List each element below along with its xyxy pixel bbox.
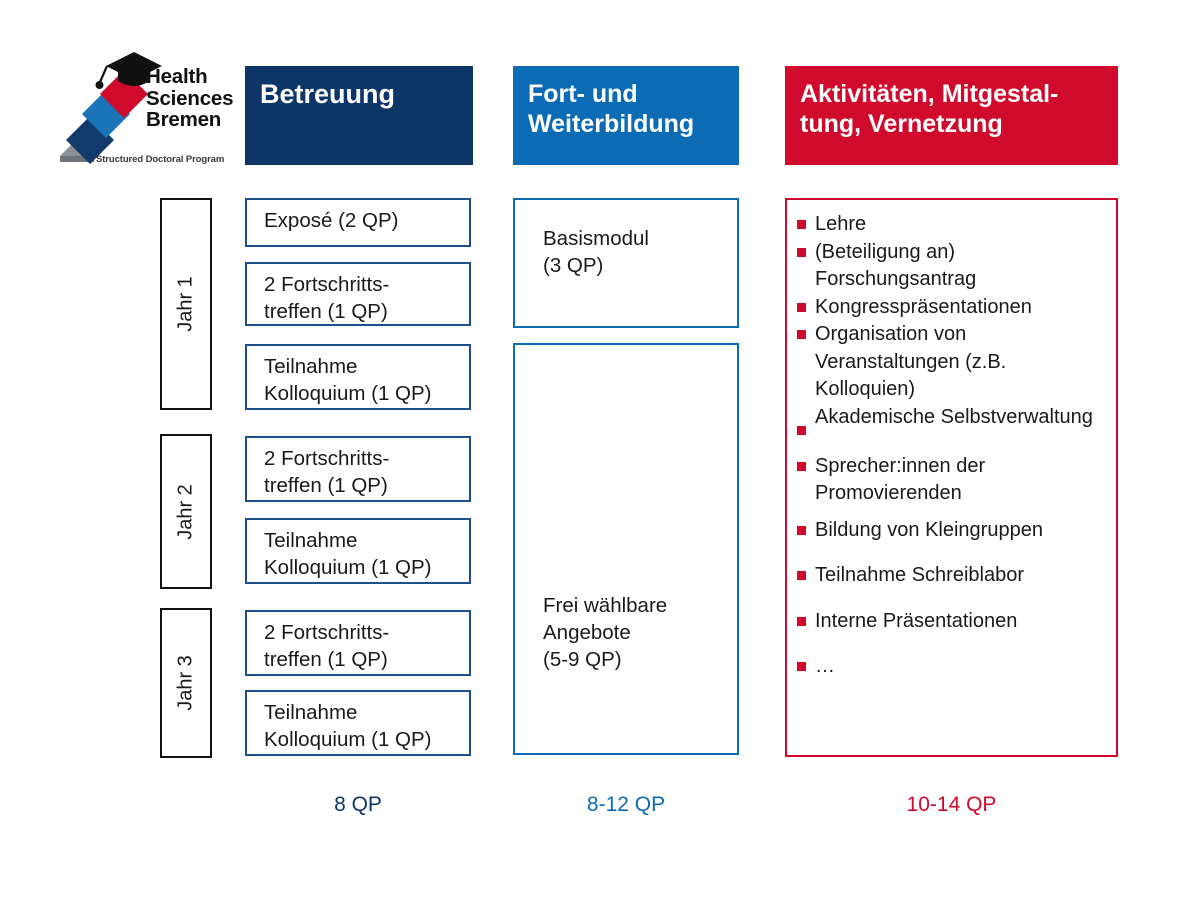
weiterbildung-basismodul-line2: (3 QP): [543, 254, 604, 277]
aktivitaeten-list-panel: Lehre (Beteiligung an) Forschungsantrag …: [785, 198, 1118, 757]
total-qp-aktivitaeten: 10-14 QP: [906, 793, 997, 816]
list-spacer: [797, 508, 1110, 517]
column-header-betreuung: Betreuung: [245, 66, 473, 165]
year-label-box-jahr-1: Jahr 1: [160, 198, 212, 410]
graduation-cap-pencil-logo-icon: [60, 52, 162, 164]
aktivitaeten-item-label: Sprecher:innen der Promovierenden: [815, 454, 986, 505]
betreuung-item-box: Teilnahme Kolloquium (1 QP): [245, 344, 471, 410]
aktivitaeten-item-label: Teilnahme Schreiblabor: [815, 564, 1025, 586]
aktivitaeten-list-item: Lehre: [797, 211, 1110, 239]
logo-line-bremen: Bremen: [146, 108, 222, 131]
health-sciences-bremen-logo: Health Sciences Bremen Structured Doctor…: [60, 44, 240, 170]
betreuung-item-line1: Teilnahme: [264, 529, 358, 552]
bullet-square-icon: [797, 662, 806, 671]
betreuung-item-line1: Teilnahme: [264, 355, 358, 378]
betreuung-item-line2: Kolloquium (1 QP): [264, 728, 432, 751]
weiterbildung-basismodul-line1: Basismodul: [543, 227, 649, 250]
aktivitaeten-list-item: (Beteiligung an) Forschungsantrag: [797, 239, 1110, 294]
aktivitaeten-item-label: (Beteiligung an) Forschungsantrag: [815, 240, 977, 291]
logo-line-health: Health: [146, 65, 208, 88]
logo-tagline: Structured Doctoral Program: [96, 154, 225, 165]
year-label-box-jahr-2: Jahr 2: [160, 434, 212, 589]
bullet-square-icon: [797, 220, 806, 229]
betreuung-item-box: Exposé (2 QP): [245, 198, 471, 247]
total-qp-betreuung: 8 QP: [334, 793, 382, 816]
aktivitaeten-item-label: Bildung von Kleingruppen: [815, 518, 1043, 541]
list-spacer: [797, 544, 1110, 562]
weiterbildung-frei-line3: (5-9 QP): [543, 648, 622, 671]
betreuung-item-box: Teilnahme Kolloquium (1 QP): [245, 690, 471, 756]
list-spacer: [797, 435, 1110, 453]
aktivitaeten-list-item: Sprecher:innen der Promovierenden: [797, 453, 1110, 508]
aktivitaeten-list-item: Interne Präsentationen: [797, 608, 1110, 636]
list-spacer: [797, 590, 1110, 608]
betreuung-item-line2: treffen (1 QP): [264, 474, 388, 497]
bullet-square-icon: [797, 330, 806, 339]
column-header-aktivitaeten-line1: Aktivitäten, Mitgestal-: [800, 80, 1059, 108]
bullet-square-icon: [797, 247, 806, 257]
year-label-box-jahr-3: Jahr 3: [160, 608, 212, 758]
aktivitaeten-list-item: Akademische Selbstverwaltung: [797, 404, 1110, 435]
betreuung-item-line1: Teilnahme: [264, 701, 358, 724]
betreuung-item-line2: Kolloquium (1 QP): [264, 382, 432, 405]
bullet-square-icon: [797, 461, 806, 471]
logo-wordmark: Health Sciences Bremen: [146, 66, 242, 131]
weiterbildung-frei-line2: Angebote: [543, 621, 631, 644]
bullet-square-icon: [797, 525, 806, 535]
betreuung-item-box: 2 Fortschritts- treffen (1 QP): [245, 610, 471, 676]
aktivitaeten-item-label: Organisation von Veranstaltungen (z.B. K…: [815, 323, 1007, 400]
aktivitaeten-item-label: Interne Präsentationen: [815, 609, 1018, 632]
year-label-jahr-3: Jahr 3: [174, 655, 197, 711]
aktivitaeten-item-label: Lehre: [815, 213, 867, 235]
betreuung-item-line2: Kolloquium (1 QP): [264, 556, 432, 579]
bullet-square-icon: [797, 302, 806, 312]
column-header-aktivitaeten-line2: tung, Vernetzung: [800, 110, 1003, 138]
aktivitaeten-item-label: …: [815, 655, 835, 677]
column-header-fort-line1: Fort- und: [528, 80, 638, 108]
betreuung-item-box: 2 Fortschritts- treffen (1 QP): [245, 262, 471, 326]
total-qp-weiterbildung: 8-12 QP: [586, 793, 666, 816]
aktivitaeten-list-item: Kongresspräsentationen: [797, 294, 1110, 322]
betreuung-item-line1: 2 Fortschritts-: [264, 447, 390, 470]
aktivitaeten-list-item: Organisation von Veranstaltungen (z.B. K…: [797, 321, 1110, 404]
logo-line-sciences: Sciences: [146, 86, 234, 110]
betreuung-item-line1: 2 Fortschritts-: [264, 273, 390, 296]
aktivitaeten-item-label: Akademische Selbstverwaltung: [815, 405, 1093, 428]
aktivitaeten-list-item: …: [797, 653, 1110, 681]
weiterbildung-item-box-basismodul: Basismodul (3 QP): [513, 198, 739, 328]
betreuung-item-line1: 2 Fortschritts-: [264, 621, 390, 644]
weiterbildung-item-box-frei-waehlbare: Frei wählbare Angebote (5-9 QP): [513, 343, 739, 755]
column-header-aktivitaeten: Aktivitäten, Mitgestal- tung, Vernetzung: [785, 66, 1118, 165]
bullet-square-icon: [797, 616, 806, 626]
column-header-fort-line2: Weiterbildung: [528, 110, 695, 138]
betreuung-item-line2: treffen (1 QP): [264, 648, 388, 671]
weiterbildung-frei-line1: Frei wählbare: [543, 594, 668, 617]
column-header-betreuung-label: Betreuung: [260, 79, 395, 109]
aktivitaeten-item-label: Kongresspräsentationen: [815, 295, 1032, 318]
betreuung-item-line1: Exposé (2 QP): [264, 209, 399, 232]
bullet-square-icon: [797, 571, 806, 580]
betreuung-item-box: 2 Fortschritts- treffen (1 QP): [245, 436, 471, 502]
year-label-jahr-2: Jahr 2: [174, 483, 197, 540]
aktivitaeten-list-item: Teilnahme Schreiblabor: [797, 562, 1110, 590]
betreuung-item-box: Teilnahme Kolloquium (1 QP): [245, 518, 471, 584]
aktivitaeten-list-item: Bildung von Kleingruppen: [797, 517, 1110, 545]
year-label-jahr-1: Jahr 1: [174, 276, 197, 332]
list-spacer: [797, 635, 1110, 653]
column-header-fort-und-weiterbildung: Fort- und Weiterbildung: [513, 66, 739, 165]
betreuung-item-line2: treffen (1 QP): [264, 300, 388, 323]
bullet-square-icon: [797, 425, 806, 435]
